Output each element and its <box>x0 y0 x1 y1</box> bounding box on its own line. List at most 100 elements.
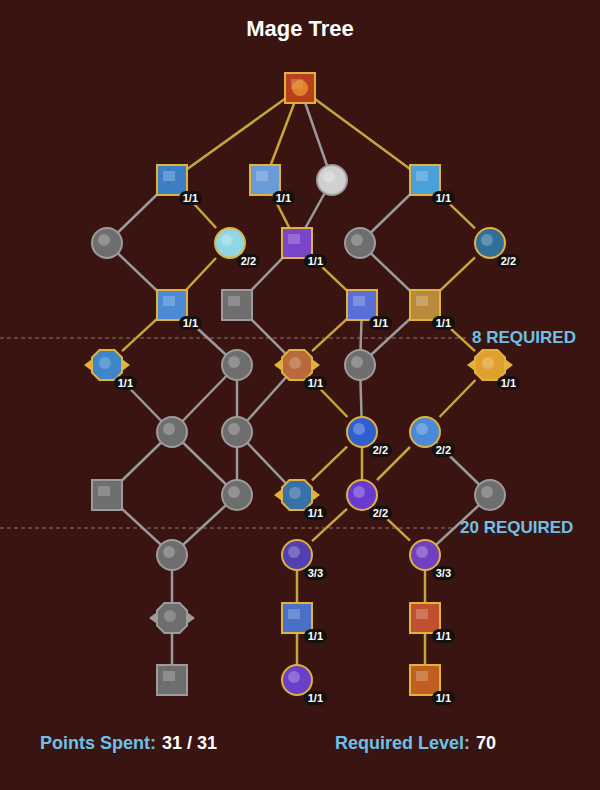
talent-icon <box>317 165 347 195</box>
talent-link <box>300 88 425 180</box>
rank-badge: 2/2 <box>432 443 455 457</box>
talent-icon <box>475 480 505 510</box>
icon-glint <box>351 356 363 368</box>
talent-node: 1/1 <box>250 165 280 195</box>
icon-glint <box>289 487 301 499</box>
talent-icon <box>157 603 187 633</box>
choice-wing <box>467 359 475 371</box>
talent-link <box>361 447 364 480</box>
talent-icon <box>345 228 375 258</box>
talent-node: 1/1 <box>410 165 440 195</box>
talent-node: 1/1 <box>92 350 122 380</box>
icon-glint <box>99 357 111 369</box>
choice-wing <box>312 489 320 501</box>
talent-icon <box>157 540 187 570</box>
rank-badge: 2/2 <box>369 506 392 520</box>
choice-wing <box>274 489 282 501</box>
talent-link <box>440 257 475 290</box>
rank-badge: 2/2 <box>497 254 520 268</box>
talent-node: 1/1 <box>410 290 440 320</box>
talent-link <box>312 447 347 481</box>
talent-node: 1/1 <box>475 350 505 380</box>
talent-icon <box>222 350 252 380</box>
talent-icon <box>345 350 375 380</box>
footer-text: Required Level: <box>335 733 470 754</box>
icon-glint <box>288 609 300 619</box>
icon-glint <box>228 486 240 498</box>
icon-glint <box>98 234 110 246</box>
talent-link <box>296 633 299 665</box>
icon-glint <box>164 610 176 622</box>
rank-badge: 1/1 <box>497 376 520 390</box>
icon-glint <box>228 356 240 368</box>
talent-icon <box>92 228 122 258</box>
icon-glint <box>221 234 233 246</box>
tree-title: Mage Tree <box>0 16 600 42</box>
rank-badge: 1/1 <box>432 691 455 705</box>
talent-node: 2/2 <box>347 417 377 447</box>
talent-icon <box>222 417 252 447</box>
choice-wing <box>149 612 157 624</box>
tier-divider <box>0 528 455 529</box>
talent-icon <box>222 290 252 320</box>
rank-badge: 1/1 <box>432 629 455 643</box>
icon-glint <box>289 357 301 369</box>
icon-glint <box>163 171 175 181</box>
talent-node: 1/1 <box>282 350 312 380</box>
icon-glint <box>416 296 428 306</box>
talent-node: 1/1 <box>410 603 440 633</box>
rank-badge: 3/3 <box>304 566 327 580</box>
rank-badge: 1/1 <box>369 316 392 330</box>
choice-wing <box>312 359 320 371</box>
rank-badge: 2/2 <box>237 254 260 268</box>
talent-node: 1/1 <box>157 290 187 320</box>
icon-glint <box>288 546 300 558</box>
choice-wing <box>505 359 513 371</box>
icon-glint <box>163 423 175 435</box>
tier-divider <box>0 338 468 339</box>
talent-link <box>122 319 157 351</box>
icon-glint <box>481 486 493 498</box>
choice-wing <box>122 359 130 371</box>
icon-glint <box>292 80 308 96</box>
talent-icon <box>157 417 187 447</box>
icon-glint <box>353 296 365 306</box>
tier-requirement: 8 REQUIRED <box>472 328 576 348</box>
icon-glint <box>416 609 428 619</box>
icon-glint <box>353 423 365 435</box>
talent-node: 1/1 <box>347 290 377 320</box>
choice-wing <box>187 612 195 624</box>
talent-icon <box>157 665 187 695</box>
icon-glint <box>416 171 428 181</box>
icon-glint <box>482 357 494 369</box>
talent-link <box>296 570 299 603</box>
icon-glint <box>416 671 428 681</box>
icon-glint <box>288 671 300 683</box>
talent-link <box>440 380 476 417</box>
rank-badge: 1/1 <box>304 376 327 390</box>
talent-node: 1/1 <box>157 165 187 195</box>
icon-glint <box>351 234 363 246</box>
icon-glint <box>98 486 110 496</box>
talent-icon <box>222 480 252 510</box>
talent-link <box>424 633 427 665</box>
icon-glint <box>163 671 175 681</box>
talent-node: 3/3 <box>282 540 312 570</box>
rank-badge: 1/1 <box>432 316 455 330</box>
talent-icon <box>285 73 315 103</box>
talent-link <box>312 319 347 351</box>
rank-badge: 1/1 <box>304 691 327 705</box>
footer-text: Points Spent: <box>40 733 156 754</box>
rank-badge: 1/1 <box>114 376 137 390</box>
talent-node: 2/2 <box>475 228 505 258</box>
talent-node: 3/3 <box>410 540 440 570</box>
icon-glint <box>323 171 335 183</box>
icon-glint <box>256 171 268 181</box>
talent-node: 2/2 <box>347 480 377 510</box>
icon-glint <box>481 234 493 246</box>
footer-text: 70 <box>476 733 496 754</box>
rank-badge: 2/2 <box>369 443 392 457</box>
icon-glint <box>416 423 428 435</box>
talent-link <box>186 258 216 290</box>
